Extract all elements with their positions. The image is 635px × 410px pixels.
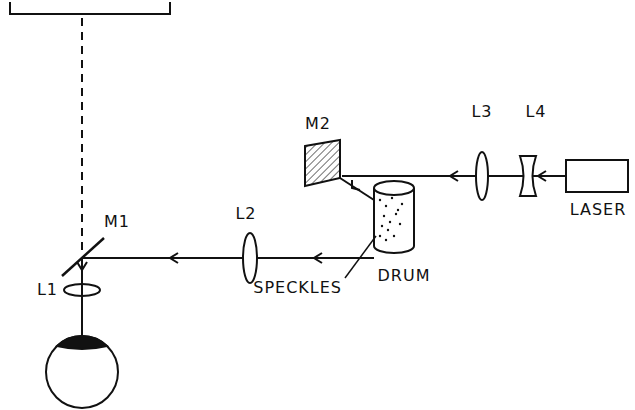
speckle-dot [397,209,399,211]
arrowhead [450,171,458,181]
drum [374,188,414,253]
arrowhead [314,253,322,263]
beam [82,257,374,259]
part-label: LASER [570,202,627,218]
screen [10,2,170,14]
speckle-dot [401,203,403,205]
lens-l2 [243,233,257,283]
laser-body [566,160,628,192]
part-label: L3 [471,104,492,120]
mirror-m2 [305,140,340,186]
speckle-dot [383,215,385,217]
arrowhead [170,253,178,263]
arrowhead [538,171,546,181]
part-label: L2 [235,206,256,222]
part-label: L4 [525,104,546,120]
speckle-dot [391,197,393,199]
lens-l3 [476,152,488,200]
speckle-dot [381,225,383,227]
lens-l1 [64,284,100,296]
speckle-dot [387,229,389,231]
part-label: DRUM [378,268,431,284]
beam [340,178,374,200]
lens-l4 [520,156,536,196]
part-label: SPECKLES [253,280,342,296]
speckle-dots [379,197,403,241]
speckle-dot [395,213,397,215]
arrowhead [77,262,87,270]
part-label: M1 [104,214,130,230]
drum-top [374,181,414,195]
speckle-dot [385,239,387,241]
leader-line [345,236,376,278]
part-label: M2 [305,116,331,132]
speckle-dot [389,221,391,223]
cornea [57,336,107,349]
part-label: L1 [37,282,58,298]
speckle-dot [379,235,381,237]
view-path [81,18,83,252]
arrowhead [352,180,360,190]
speckle-dot [393,235,395,237]
speckle-dot [385,205,387,207]
speckle-dot [399,223,401,225]
speckle-dot [379,199,381,201]
eye [46,336,118,408]
